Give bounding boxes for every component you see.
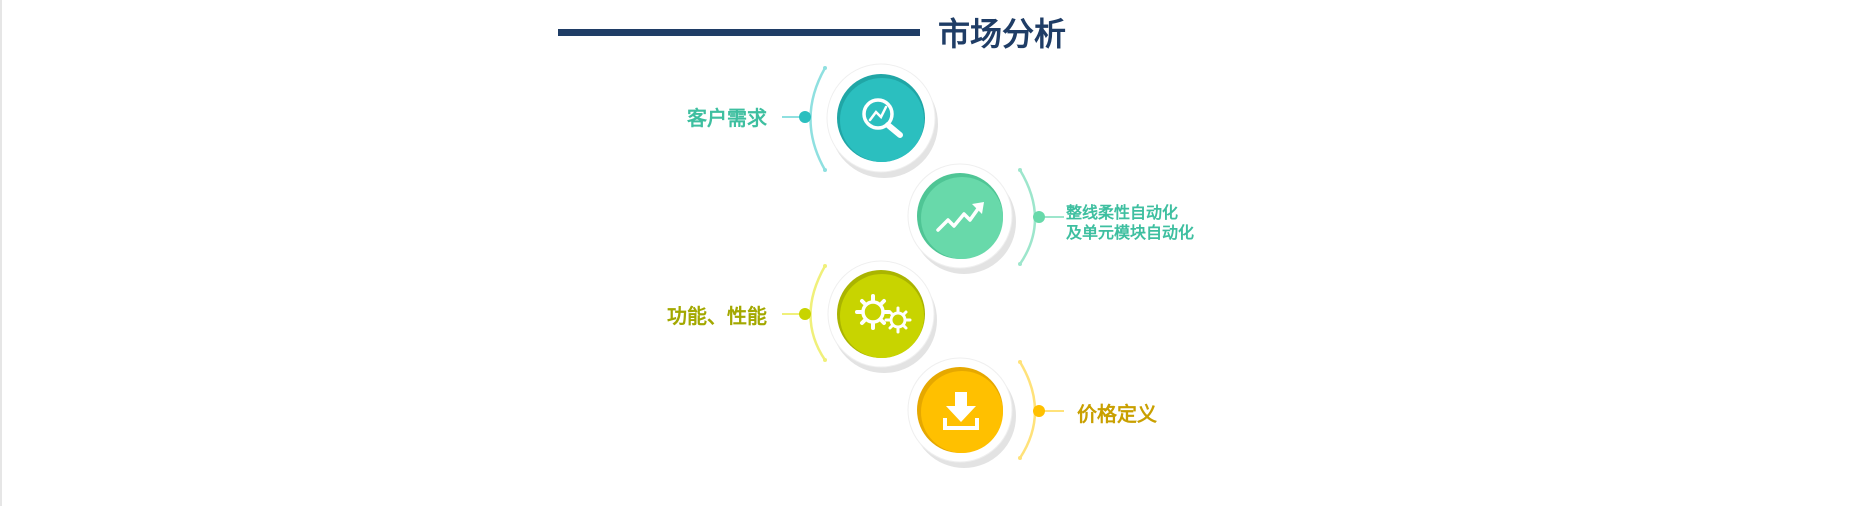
magnifier-chart-icon [862, 98, 903, 138]
item-1-label: 客户需求 [687, 106, 767, 130]
item-2-label: 整线柔性自动化 及单元模块自动化 [1066, 203, 1194, 243]
page-title: 市场分析 [938, 15, 1067, 53]
item-4-label: 价格定义 [1077, 402, 1157, 426]
item-2-circle [907, 163, 1064, 274]
item-3-circle [782, 260, 937, 373]
item-3-label: 功能、性能 [667, 304, 767, 328]
download-icon [943, 392, 979, 430]
left-edge-border [0, 0, 2, 506]
item-2-label-line2: 及单元模块自动化 [1066, 223, 1195, 242]
item-1-circle [782, 63, 938, 178]
item-2-label-line1: 整线柔性自动化 [1066, 203, 1179, 222]
title-underline-bar [558, 29, 920, 36]
gears-icon [855, 294, 912, 334]
trend-arrow-icon [936, 204, 982, 232]
item-4-circle [907, 357, 1064, 468]
